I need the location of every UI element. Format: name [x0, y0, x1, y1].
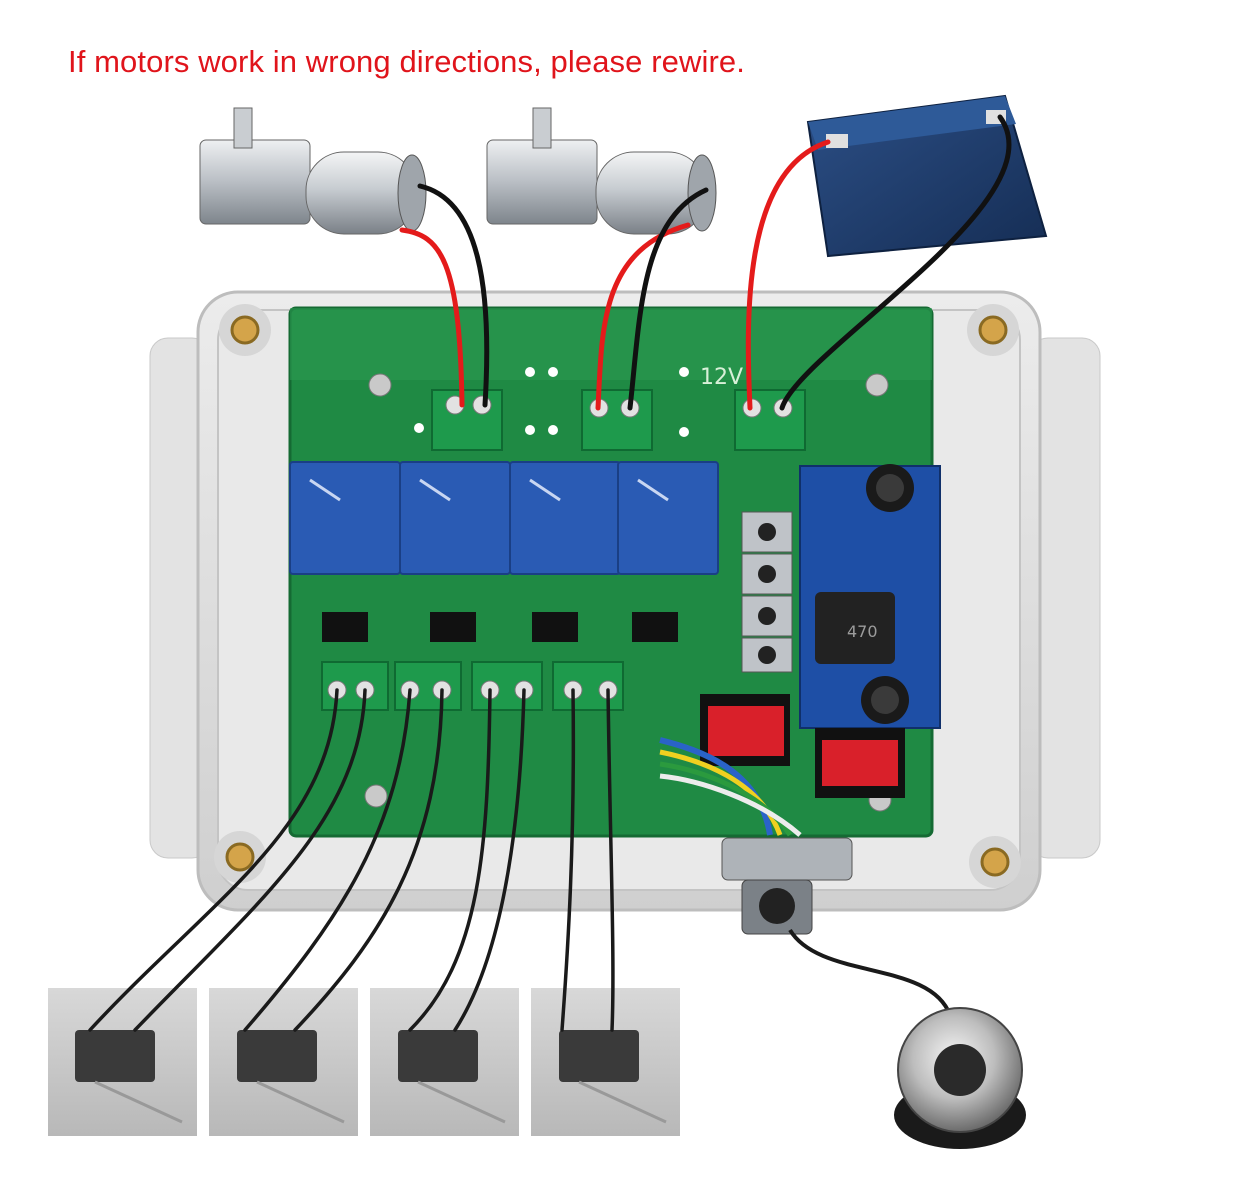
rocker-switch-icon: [700, 694, 905, 798]
micro-switch-icon: [48, 988, 680, 1136]
motor-wires: [399, 114, 1012, 411]
buck-converter: 470: [799, 464, 941, 729]
battery-icon: [806, 94, 1048, 258]
push-button-icon: [741, 511, 793, 673]
cable-gland: [659, 737, 853, 935]
rewire-notice: If motors work in wrong directions, plea…: [68, 44, 745, 79]
mounting-post-icon: [214, 304, 1021, 888]
limit-switch-wires: [88, 688, 615, 1032]
terminal-block-icon: [321, 661, 624, 711]
motor-icon: [199, 107, 427, 235]
motor-icon: [486, 107, 717, 235]
relay-icon: [289, 461, 719, 575]
inductor-code: 470: [847, 622, 878, 641]
sensor-dome-icon: [788, 928, 1026, 1149]
power-label: 12V: [700, 365, 743, 390]
